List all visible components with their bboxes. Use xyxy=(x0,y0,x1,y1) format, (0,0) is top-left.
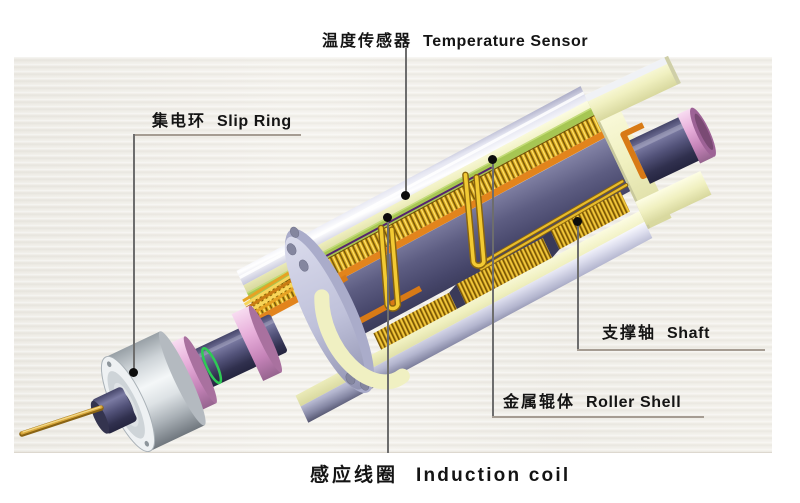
label-induction-coil: 感应线圈 Induction coil xyxy=(310,460,570,487)
label-slip-ring-zh: 集电环 xyxy=(152,113,207,130)
shaft-underline xyxy=(577,349,765,351)
bearing-ring xyxy=(676,108,714,164)
support-shaft xyxy=(629,107,716,184)
slip-ring-assembly xyxy=(90,305,287,453)
shaft-dot xyxy=(573,217,582,226)
roller-assembly xyxy=(90,55,716,453)
sensor-lead-ring xyxy=(201,347,223,385)
induction-coil-dot xyxy=(383,213,392,222)
shell-cut-face xyxy=(243,100,591,293)
slip-ring-leader-line xyxy=(133,134,135,372)
induction-coil-leader-line xyxy=(387,218,389,453)
roller-shell-leader-line xyxy=(492,159,494,417)
label-temperature-sensor-zh: 温度传感器 xyxy=(322,33,413,50)
label-shaft-zh: 支撑轴 xyxy=(602,325,657,342)
label-temperature-sensor-en: Temperature Sensor xyxy=(423,33,589,50)
roller-shell-flank xyxy=(300,221,653,423)
roller-shell-dot xyxy=(488,155,497,164)
temperature-sensor-wire xyxy=(323,166,493,259)
shell-peel-edge xyxy=(314,289,410,390)
induction-coil-top xyxy=(250,115,602,317)
temperature-sensor-leader-line xyxy=(405,48,407,195)
label-shaft: 支撑轴 Shaft xyxy=(602,319,710,343)
label-shaft-en: Shaft xyxy=(667,325,711,342)
shell-inner-sleeve xyxy=(295,210,645,407)
label-induction-coil-zh: 感应线圈 xyxy=(310,465,399,486)
electrode-wire xyxy=(19,405,104,437)
roller-shell-underline xyxy=(492,416,704,418)
coil-frame-orange xyxy=(257,131,605,323)
roller-shell-outer xyxy=(236,86,588,286)
label-roller-shell: 金属辊体 Roller Shell xyxy=(503,388,681,412)
label-induction-coil-en: Induction coil xyxy=(416,465,571,486)
slip-ring-pink-rear xyxy=(231,305,282,382)
label-roller-shell-en: Roller Shell xyxy=(586,394,682,411)
shaft-leader-line xyxy=(577,221,579,350)
slip-ring-dot xyxy=(129,368,138,377)
temperature-sensor-dot xyxy=(401,191,410,200)
slip-ring-underline xyxy=(133,134,301,136)
label-roller-shell-zh: 金属辊体 xyxy=(503,394,576,411)
label-slip-ring: 集电环 Slip Ring xyxy=(152,107,292,131)
label-slip-ring-en: Slip Ring xyxy=(217,113,292,130)
right-end-cap xyxy=(584,55,712,229)
label-temperature-sensor: 温度传感器 Temperature Sensor xyxy=(322,27,588,51)
